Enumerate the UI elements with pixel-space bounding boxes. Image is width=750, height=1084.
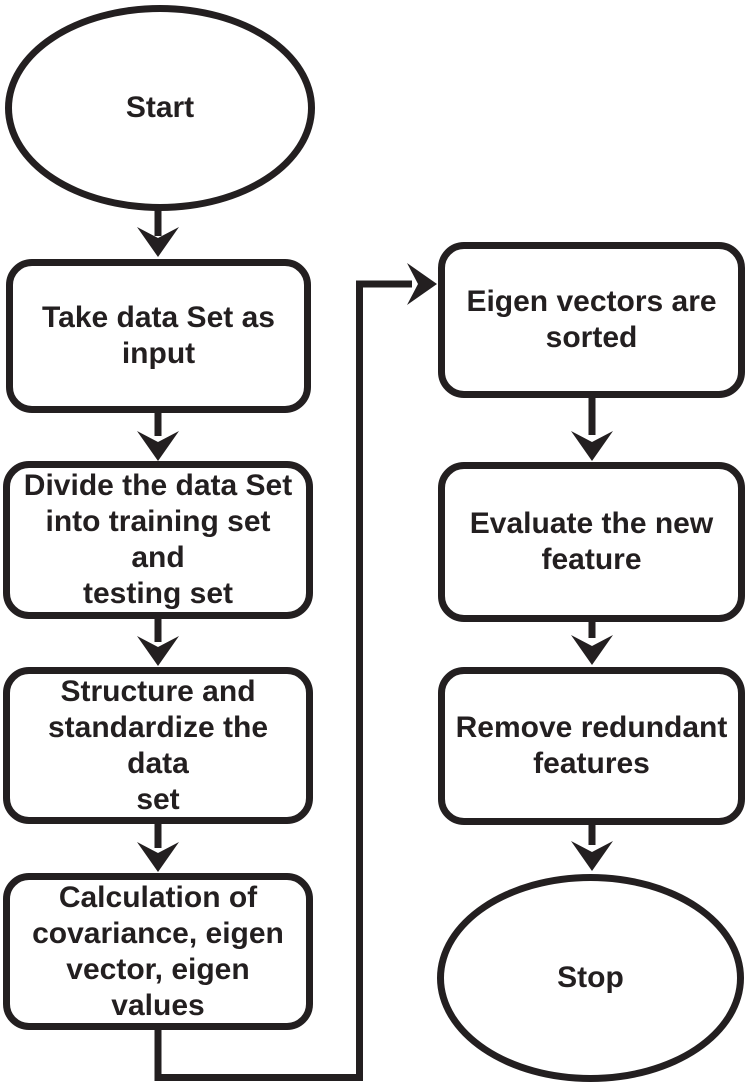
flow-node-start: Start: [5, 5, 315, 211]
flow-node-remove-redundant-features: Remove redundant features: [438, 667, 745, 825]
flow-node-take-data-set: Take data Set as input: [6, 259, 311, 413]
edge-divide-to-structure: [137, 617, 179, 666]
flow-node-stop: Stop: [437, 874, 744, 1082]
flow-node-structure-standardize: Structure and standardize the data set: [3, 667, 313, 824]
edge-evaluate-to-remove: [571, 619, 613, 665]
flow-node-eigen-vectors-sorted: Eigen vectors are sorted: [438, 242, 745, 398]
flow-node-evaluate-new-feature: Evaluate the new feature: [438, 462, 745, 622]
flow-node-calculation: Calculation of covariance, eigen vector,…: [3, 873, 313, 1030]
edge-take-data-to-divide: [137, 410, 179, 461]
edge-remove-to-stop: [571, 822, 613, 871]
edge-structure-to-calculation: [137, 821, 179, 872]
edge-start-to-take-data: [137, 204, 179, 257]
edge-eigen-sorted-to-evaluate: [571, 395, 613, 461]
flow-node-divide-data-set: Divide the data Set into training set an…: [3, 461, 313, 619]
